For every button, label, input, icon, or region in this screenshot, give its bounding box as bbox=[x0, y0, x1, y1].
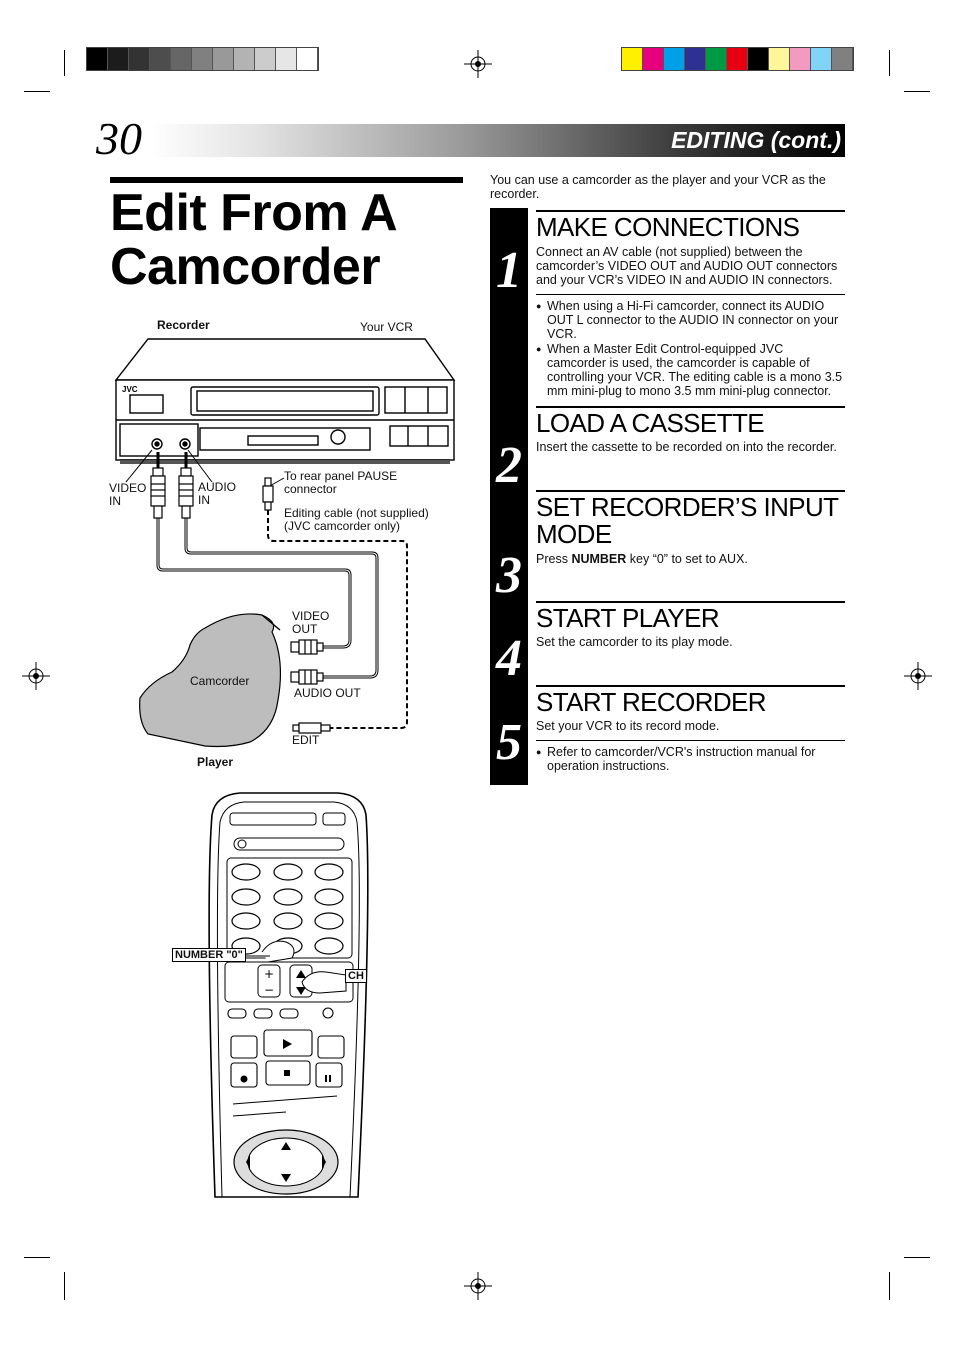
step-rule bbox=[536, 406, 845, 408]
crop-mark bbox=[904, 1257, 930, 1258]
step-heading: LOAD A CASSETTE bbox=[536, 408, 765, 438]
step-number: 4 bbox=[496, 630, 522, 687]
step-note: Refer to camcorder/VCR's instruction man… bbox=[536, 745, 845, 773]
mini-plug-icon bbox=[292, 722, 331, 734]
rca-plug-icon bbox=[290, 639, 324, 655]
step-heading: START RECORDER bbox=[536, 687, 767, 717]
rca-plug-icon bbox=[178, 467, 194, 519]
crop-mark bbox=[64, 1272, 65, 1300]
step-number: 2 bbox=[496, 437, 522, 494]
section-header-band: EDITING (cont.) bbox=[150, 124, 845, 157]
player-label: Player bbox=[197, 755, 234, 769]
pause-connector-label: To rear panel PAUSE connector bbox=[284, 469, 398, 496]
audio-in-label: AUDIO IN bbox=[198, 480, 237, 507]
your-vcr-label: Your VCR bbox=[360, 320, 413, 334]
calibration-swatch bbox=[150, 48, 171, 70]
step-number-bar: 1 2 3 4 5 bbox=[490, 208, 528, 785]
calibration-swatch bbox=[811, 48, 832, 70]
calibration-swatch bbox=[685, 48, 706, 70]
calibration-swatch bbox=[192, 48, 213, 70]
calibration-swatch bbox=[213, 48, 234, 70]
intro-text: You can use a camcorder as the player an… bbox=[490, 173, 826, 201]
vcr-brand-logo: JVC bbox=[122, 385, 138, 394]
edit-label: EDIT bbox=[292, 733, 320, 747]
step-heading: START PLAYER bbox=[536, 603, 720, 633]
recorder-label: Recorder bbox=[157, 318, 210, 332]
calibration-swatch bbox=[297, 48, 318, 70]
calibration-swatch bbox=[748, 48, 769, 70]
registration-target-icon bbox=[464, 50, 492, 78]
calibration-swatch bbox=[276, 48, 297, 70]
step-rule bbox=[536, 490, 845, 492]
calibration-swatch bbox=[664, 48, 685, 70]
crop-mark bbox=[64, 50, 65, 76]
section-title: EDITING (cont.) bbox=[671, 127, 841, 153]
step-note: When using a Hi-Fi camcorder, connect it… bbox=[536, 299, 845, 341]
crop-mark bbox=[889, 1272, 890, 1300]
calibration-swatch bbox=[790, 48, 811, 70]
step-number: 5 bbox=[496, 714, 522, 771]
step-note: When a Master Edit Control-equipped JVC … bbox=[536, 342, 845, 398]
calibration-swatch bbox=[622, 48, 643, 70]
calibration-swatch bbox=[255, 48, 276, 70]
step-text: Set the camcorder to its play mode. bbox=[536, 635, 733, 649]
calibration-swatch bbox=[234, 48, 255, 70]
rca-plug-icon bbox=[290, 669, 324, 685]
calibration-swatch bbox=[832, 48, 853, 70]
step-number: 1 bbox=[496, 242, 522, 299]
calibration-swatch bbox=[87, 48, 108, 70]
calibration-swatch bbox=[727, 48, 748, 70]
svg-text:+: + bbox=[264, 967, 274, 981]
calibration-swatch bbox=[108, 48, 129, 70]
ch-key-callout: CH bbox=[345, 969, 367, 983]
step-divider bbox=[536, 740, 845, 741]
calibration-swatch bbox=[129, 48, 150, 70]
page-title: Edit From A Camcorder bbox=[110, 184, 396, 296]
number-key-callout: NUMBER "0" bbox=[172, 948, 246, 962]
video-in-label: VIDEO IN bbox=[109, 481, 147, 508]
crop-mark bbox=[24, 91, 50, 92]
svg-text:−: − bbox=[264, 983, 274, 997]
crop-mark bbox=[904, 91, 930, 92]
color-calibration-bar bbox=[621, 47, 854, 71]
step-rule bbox=[536, 601, 845, 603]
camcorder-label: Camcorder bbox=[190, 674, 250, 688]
step-text-key: NUMBER bbox=[571, 552, 627, 566]
crop-mark bbox=[24, 1257, 50, 1258]
remote-control-illustration: + − bbox=[208, 792, 369, 1198]
step-rule bbox=[536, 685, 845, 687]
editing-cable-label: Editing cable (not supplied) (JVC camcor… bbox=[284, 506, 429, 533]
step-heading: SET RECORDER’S INPUT MODE bbox=[536, 492, 839, 549]
step-text: Set your VCR to its record mode. bbox=[536, 719, 720, 733]
vcr-illustration bbox=[114, 338, 456, 464]
step-number: 3 bbox=[496, 547, 522, 604]
registration-target-icon bbox=[22, 662, 50, 690]
audio-out-label: AUDIO OUT bbox=[294, 686, 361, 700]
calibration-swatch bbox=[769, 48, 790, 70]
step-text: Connect an AV cable (not supplied) betwe… bbox=[536, 245, 838, 287]
mini-plug-icon bbox=[262, 477, 274, 511]
step-divider bbox=[536, 294, 845, 295]
connection-diagram: JVC bbox=[114, 338, 456, 748]
calibration-swatch bbox=[171, 48, 192, 70]
step-text-part: Press bbox=[536, 552, 572, 566]
rca-plug-icon bbox=[150, 467, 166, 519]
page-number: 30 bbox=[96, 113, 142, 164]
calibration-swatch bbox=[643, 48, 664, 70]
calibration-swatch bbox=[706, 48, 727, 70]
step-text: Press NUMBER key “0” to set to AUX. bbox=[536, 552, 845, 566]
step-text-part: key “0” to set to AUX. bbox=[626, 552, 748, 566]
video-out-label: VIDEO OUT bbox=[292, 609, 330, 636]
registration-target-icon bbox=[904, 662, 932, 690]
gray-calibration-bar bbox=[86, 47, 319, 71]
step-text: Insert the cassette to be recorded on in… bbox=[536, 440, 837, 454]
registration-target-icon bbox=[464, 1272, 492, 1300]
step-heading: MAKE CONNECTIONS bbox=[536, 212, 800, 242]
step-rule bbox=[536, 210, 845, 212]
title-rule bbox=[110, 177, 463, 183]
crop-mark bbox=[889, 50, 890, 76]
